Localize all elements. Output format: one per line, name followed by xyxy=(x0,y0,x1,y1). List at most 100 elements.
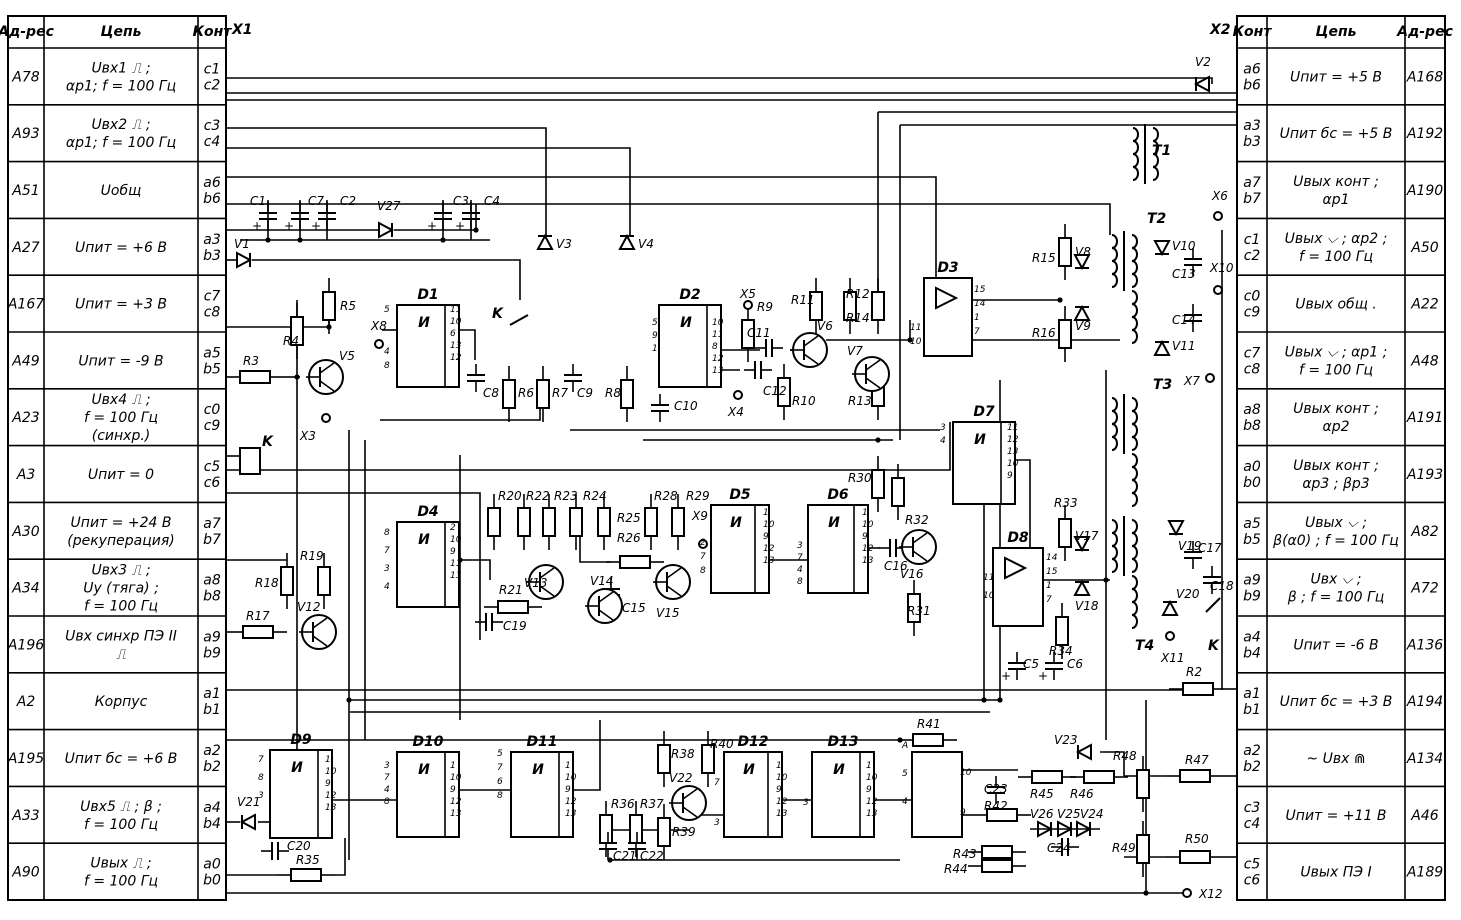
pin-number: 3 xyxy=(384,761,390,771)
component-label: C19 xyxy=(503,619,527,633)
contact-cell: b9 xyxy=(203,645,221,661)
pin-number: 7 xyxy=(258,755,264,765)
address-cell: A191 xyxy=(1406,410,1443,426)
junction-dot xyxy=(440,237,446,243)
pin-number: 3 xyxy=(714,818,720,828)
resistor-r14: R14 xyxy=(846,278,885,334)
contact-cell: a4 xyxy=(203,800,221,816)
component-label: V10 xyxy=(1172,239,1196,253)
address-cell: A34 xyxy=(11,581,39,597)
pin-number: 11 xyxy=(1007,423,1018,433)
pin-number: 5 xyxy=(384,305,390,315)
address-cell: A72 xyxy=(1410,581,1438,597)
contact-cell: c1 xyxy=(1244,232,1261,248)
pin-number: 13 xyxy=(565,809,577,819)
test-point-x7: X7 xyxy=(1183,373,1215,388)
component-label: R25 xyxy=(617,511,641,525)
resistor-body xyxy=(1055,616,1069,646)
pin-number: 1 xyxy=(974,313,980,323)
component-label: V18 xyxy=(1075,599,1099,613)
pin-number: 8 xyxy=(497,791,503,801)
chip-name: D12 xyxy=(737,734,768,750)
wire xyxy=(226,422,951,471)
address-cell: A192 xyxy=(1406,126,1443,142)
emitter xyxy=(865,377,881,389)
emitter xyxy=(912,550,928,562)
diode-triangle xyxy=(536,233,554,250)
chip-body xyxy=(510,751,574,838)
gate-symbol: И xyxy=(730,515,742,531)
junction-dot xyxy=(907,337,913,343)
pin-number: 10 xyxy=(983,591,995,601)
pin-number: 10 xyxy=(776,773,788,783)
resistor-r3: R3 xyxy=(226,354,284,384)
polarity-mark: + xyxy=(284,219,294,233)
junction-dot xyxy=(981,697,987,703)
component-label: V9 xyxy=(1075,319,1091,333)
chip-d2: D2И xyxy=(658,287,722,388)
test-point-circle xyxy=(1165,631,1175,641)
collector xyxy=(682,788,698,800)
component-label: V7 xyxy=(847,344,863,358)
pin-number: 9 xyxy=(450,547,456,557)
diode-triangle xyxy=(236,251,253,269)
pin-number: 6 xyxy=(450,329,456,339)
pin-number: 10 xyxy=(1007,459,1019,469)
resistor-body xyxy=(317,566,331,596)
test-point-circle xyxy=(698,539,708,549)
transformer-label: T3 xyxy=(1153,377,1172,393)
component-label: R33 xyxy=(1054,496,1078,510)
circuit-cell: Uвых ⌵ ; xyxy=(1305,515,1367,531)
pin-number: 5 xyxy=(497,749,503,759)
chip-name: D8 xyxy=(1007,530,1029,546)
chip-body xyxy=(658,304,722,388)
resistor-body xyxy=(620,379,634,409)
collector xyxy=(319,362,335,374)
address-cell: A193 xyxy=(1406,467,1443,483)
resistor-r8: R8 xyxy=(605,366,634,422)
pin-number: 12 xyxy=(565,797,577,807)
transformer-t4: T4 xyxy=(1111,516,1154,654)
pin-number: 8 xyxy=(384,361,390,371)
pin-number: 10 xyxy=(763,520,775,530)
pin-number: 13 xyxy=(450,571,462,581)
component-label: X10 xyxy=(1209,261,1234,275)
resistor-r19: R19 xyxy=(300,549,331,609)
diode-triangle xyxy=(1057,820,1074,838)
resistor-r12: R12 xyxy=(843,278,870,334)
gate-symbol: И xyxy=(418,762,430,778)
contact-cell: b4 xyxy=(203,816,221,832)
component-label: V24 xyxy=(1080,807,1103,821)
resistor-r45: R45 xyxy=(1018,770,1076,801)
circuit-cell: Uвых общ . xyxy=(1295,297,1377,313)
component-label: X7 xyxy=(1183,374,1200,388)
transistor-v22: V22 xyxy=(669,771,707,821)
resistor-r31: R31 xyxy=(907,580,931,636)
wire xyxy=(573,720,601,791)
transformer-label: T1 xyxy=(1152,143,1171,159)
resistor-body xyxy=(657,744,671,774)
collector xyxy=(598,591,614,603)
diode-triangle xyxy=(1073,304,1091,321)
pin-number: 13 xyxy=(450,809,462,819)
pin-number: 14 xyxy=(974,299,986,309)
pin-number: 10 xyxy=(862,520,874,530)
address-cell: A3 xyxy=(16,467,35,483)
resistor-body xyxy=(619,555,651,569)
header-contact: Конт xyxy=(1233,24,1273,40)
transistor-v13: V13 xyxy=(524,564,564,600)
pin-number: 5 xyxy=(652,318,658,328)
capacitor-c11: C11 xyxy=(747,326,783,357)
component-label: R35 xyxy=(296,853,320,867)
pin-number: 13 xyxy=(450,341,462,351)
timer-chip-body xyxy=(911,751,963,838)
component-label: X8 xyxy=(370,319,387,333)
resistor-r9: R9 xyxy=(741,300,773,362)
component-label: V1 xyxy=(234,237,250,251)
component-label: X4 xyxy=(727,405,744,419)
contact-cell: a7 xyxy=(1243,175,1261,191)
address-cell: A23 xyxy=(11,410,39,426)
resistor-body xyxy=(1031,770,1063,784)
